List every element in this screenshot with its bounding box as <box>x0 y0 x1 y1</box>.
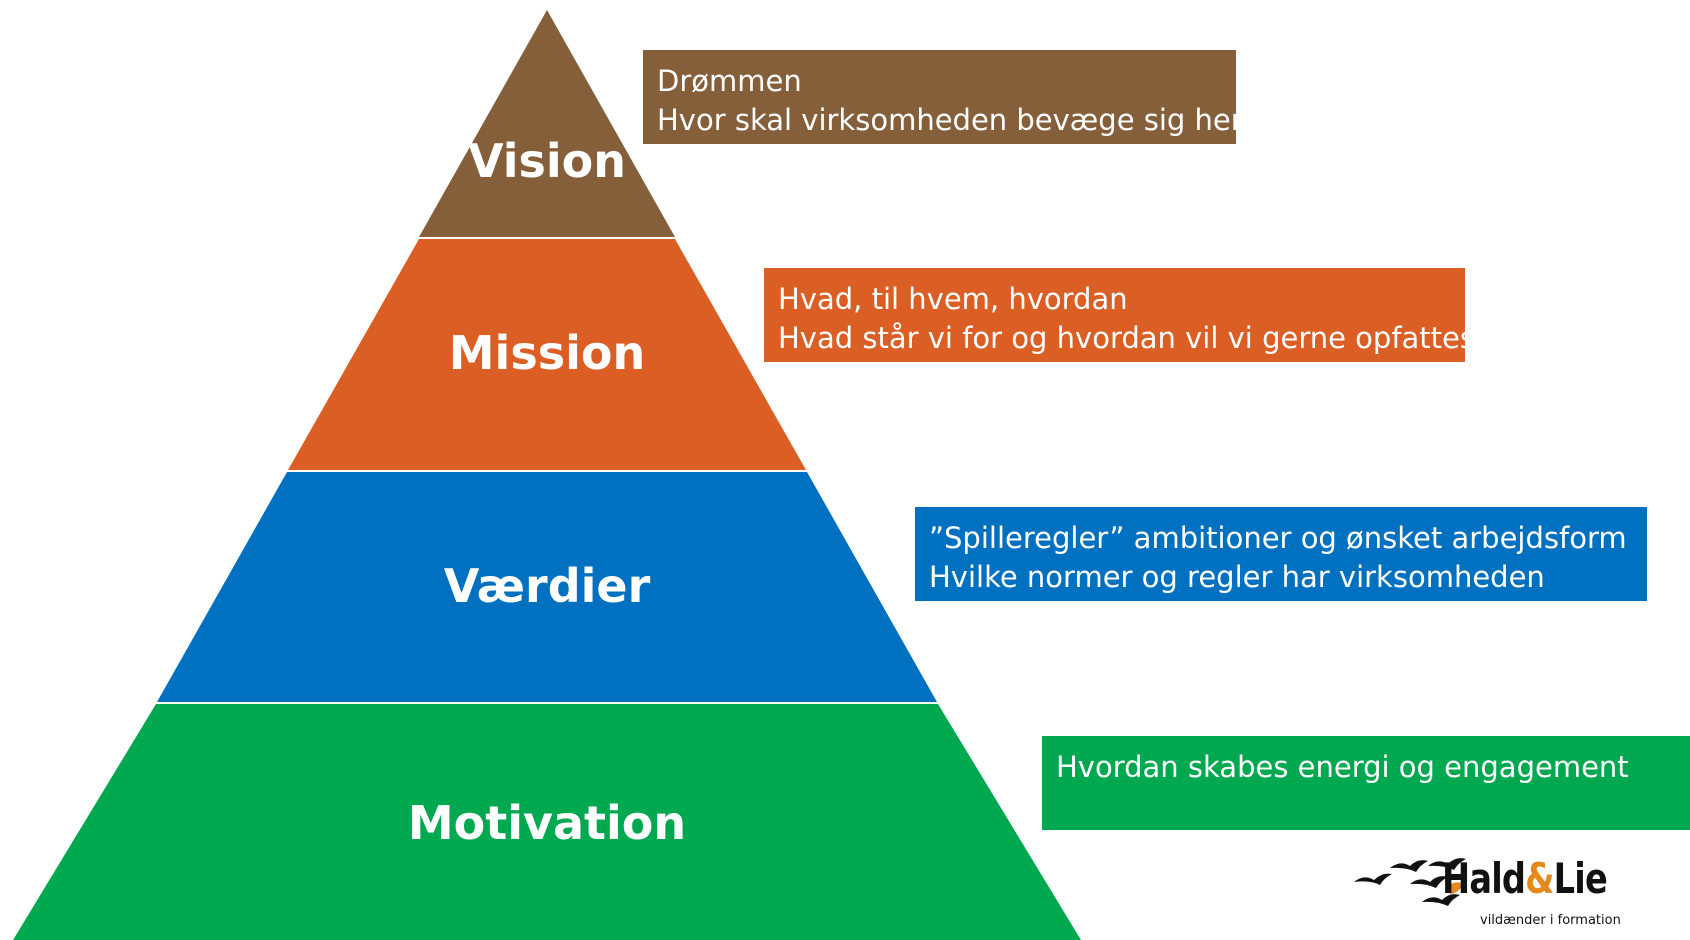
mission-description-line-2: Hvad står vi for og hvordan vil vi gerne… <box>778 321 1475 355</box>
tier-mission <box>288 239 806 470</box>
motivation-description-box: Hvordan skabes energi og engagement <box>1042 736 1690 830</box>
logo-brand-lie: Lie <box>1553 854 1608 903</box>
motivation-description-line-1: Hvordan skabes energi og engagement <box>1056 750 1629 784</box>
vision-description-line-1: Drømmen <box>657 64 802 98</box>
mission-description-line-1: Hvad, til hvem, hvordan <box>778 282 1128 316</box>
vision-description-line-2: Hvor skal virksomheden bevæge sig hen <box>657 103 1250 137</box>
vision-description-box: Drømmen Hvor skal virksomheden bevæge si… <box>643 50 1250 144</box>
logo-brand-hald: Hald <box>1442 854 1526 903</box>
vaerdier-description-line-1: ”Spilleregler” ambitioner og ønsket arbe… <box>929 521 1627 555</box>
flying-ducks-icon <box>1354 858 1468 906</box>
hald-lie-logo: Hald&Lie vildænder i formation <box>1352 854 1622 938</box>
tier-vision <box>419 10 675 237</box>
mission-description-box: Hvad, til hvem, hvordan Hvad står vi for… <box>764 268 1475 362</box>
vaerdier-description-line-2: Hvilke normer og regler har virksomheden <box>929 560 1545 594</box>
logo-tagline: vildænder i formation <box>1480 913 1621 928</box>
tier-label-vaerdier: Værdier <box>444 559 651 613</box>
logo-brand-ampersand: & <box>1525 854 1554 903</box>
logo-brand-text: Hald&Lie <box>1442 854 1608 903</box>
tier-vaerdier <box>157 472 937 702</box>
vaerdier-description-box: ”Spilleregler” ambitioner og ønsket arbe… <box>915 507 1647 601</box>
tier-motivation <box>13 704 1081 940</box>
tier-label-vision: Vision <box>468 134 626 188</box>
tier-label-motivation: Motivation <box>408 796 686 850</box>
tier-label-mission: Mission <box>449 326 645 380</box>
